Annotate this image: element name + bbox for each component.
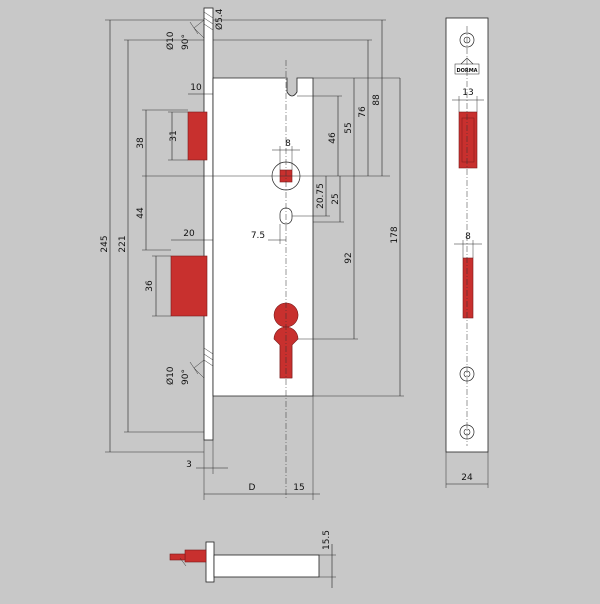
- section-bolt-tip: [169, 553, 186, 561]
- dim-7-5-label: 7.5: [251, 231, 265, 241]
- dim-20-label: 20: [183, 229, 195, 239]
- faceplate-strip: [203, 7, 214, 441]
- dim-55-label: 55: [344, 122, 354, 133]
- cylinder-hole: [273, 326, 299, 379]
- side-latch-opening: [458, 111, 478, 169]
- side-dim-24: 24: [445, 452, 489, 488]
- dim-36-label: 36: [145, 280, 155, 292]
- side-latch-inner: [461, 117, 475, 163]
- ang90-bottom-label: 90°: [181, 369, 191, 385]
- dim-D-label: D: [249, 483, 256, 493]
- dim-55: 55: [344, 78, 355, 176]
- dim-76-label: 76: [358, 106, 368, 118]
- dim-20: 20: [171, 229, 213, 241]
- faceplate-hatch-top: [203, 11, 214, 31]
- side-13-label: 13: [462, 88, 473, 98]
- bottom-15-5-label: 15.5: [322, 530, 332, 550]
- dim-8-follower: 8: [272, 139, 300, 170]
- side-bolt-opening: [462, 257, 474, 319]
- dim-38: 38: [136, 109, 262, 177]
- faceplate-hatch-bottom: [203, 347, 214, 367]
- dim-221-label: 221: [118, 235, 128, 252]
- dim-31: 31: [168, 111, 188, 161]
- countersink-top: Ø10 90° Ø5.4: [165, 8, 225, 50]
- dim-10: 10: [188, 83, 213, 95]
- dim-178: 178: [313, 78, 404, 397]
- phi10-top-label: Ø10: [165, 31, 176, 50]
- dim-15-label: 15: [293, 483, 304, 493]
- dim-3-label: 3: [186, 460, 192, 470]
- section-faceplate: [205, 541, 215, 583]
- section-hatch: [179, 557, 187, 567]
- dim-92-label: 92: [344, 252, 354, 263]
- dim-D: D: [204, 483, 286, 495]
- dim-7-5: 7.5: [251, 224, 286, 244]
- dim-88-label: 88: [372, 94, 382, 106]
- dim-20-75: 20.75: [292, 176, 330, 217]
- dim-44-label: 44: [136, 207, 146, 219]
- latch-bolt: [187, 111, 208, 161]
- dim-221: 221: [118, 39, 204, 433]
- dim-3: 3: [186, 440, 228, 500]
- side-24-label: 24: [461, 473, 473, 483]
- dim-25: 25: [313, 176, 344, 223]
- dim-15: 15: [286, 396, 320, 500]
- ang90-top-label: 90°: [181, 34, 191, 50]
- side-dim-8: 8: [454, 232, 482, 258]
- dim-8-label: 8: [285, 139, 291, 149]
- section-bolt: [184, 549, 207, 563]
- dim-245: 245: [100, 19, 204, 453]
- dim-44: 44: [136, 176, 171, 251]
- dim-46-label: 46: [328, 132, 338, 144]
- side-dim-13: 13: [452, 88, 484, 112]
- dim-46: 46: [297, 77, 400, 176]
- dim-178-label: 178: [390, 226, 400, 243]
- dim-88: 88: [213, 19, 386, 176]
- dim-245-label: 245: [100, 235, 110, 252]
- side-8-label: 8: [465, 232, 471, 242]
- dim-38-label: 38: [136, 137, 146, 149]
- dim-76: 76: [213, 39, 372, 176]
- phi5-4-label: Ø5.4: [214, 8, 225, 30]
- section-body: [213, 554, 320, 578]
- dim-25-label: 25: [331, 193, 341, 204]
- countersink-bottom: Ø10 90°: [165, 359, 205, 385]
- dim-92: 92: [298, 176, 358, 340]
- dim-31-label: 31: [169, 130, 179, 141]
- phi10-bottom-label: Ø10: [165, 366, 176, 385]
- dim-10-label: 10: [190, 83, 202, 93]
- dim-20-75-label: 20.75: [316, 183, 326, 209]
- dim-36: 36: [145, 255, 171, 317]
- dead-bolt: [170, 255, 208, 317]
